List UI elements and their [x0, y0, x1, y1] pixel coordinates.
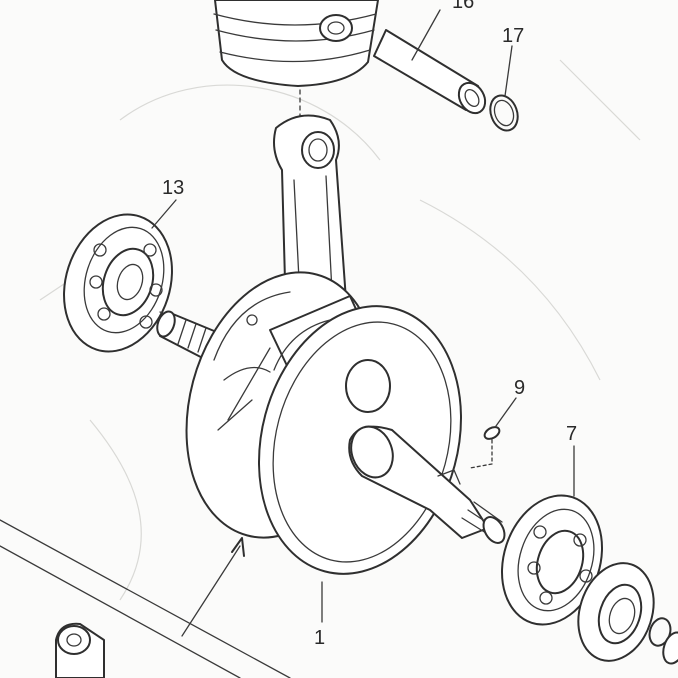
leader-lines — [151, 9, 575, 623]
connecting-rod — [273, 114, 347, 319]
right-main-bearing — [501, 494, 603, 626]
small-bushing — [55, 622, 105, 678]
leader-16 — [411, 9, 441, 61]
washer — [648, 617, 678, 665]
leader-17 — [504, 45, 513, 97]
circlip — [489, 94, 519, 132]
left-main-bearing — [63, 213, 173, 353]
left-bearing-balls — [89, 243, 163, 329]
leader-9 — [495, 397, 517, 427]
piston — [213, 0, 379, 87]
right-bearing-balls — [527, 525, 593, 605]
right-crank-shaft — [348, 425, 506, 544]
callout-9: 9 — [514, 377, 525, 399]
callout-16: 16 — [452, 0, 474, 13]
callout-17: 17 — [502, 25, 524, 47]
callout-13: 13 — [162, 177, 184, 199]
assembly-arrow — [181, 537, 245, 637]
assembly-group-frame — [0, 519, 291, 678]
callout-7: 7 — [566, 423, 577, 445]
piston-pin — [373, 29, 487, 115]
callout-labels: 16 17 13 9 7 1 — [162, 0, 577, 649]
callout-1: 1 — [314, 627, 325, 649]
leader-13 — [151, 199, 177, 229]
oil-seal — [577, 562, 655, 662]
woodruff-key — [469, 426, 501, 469]
